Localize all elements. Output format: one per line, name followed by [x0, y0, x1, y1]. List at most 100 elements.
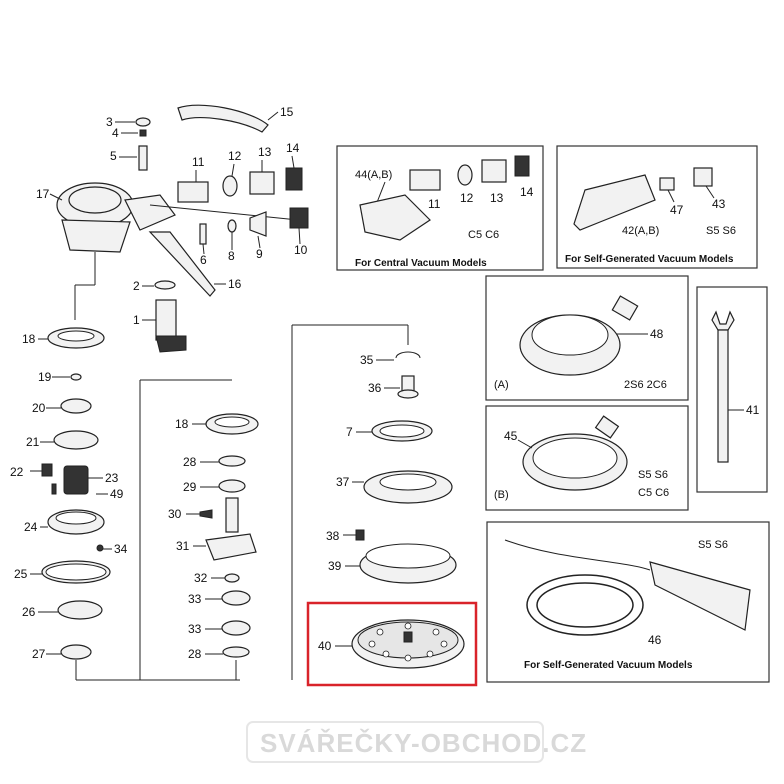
callout-27: 27 — [32, 647, 46, 661]
housing-neck — [124, 194, 176, 231]
vane-part-22 — [41, 463, 53, 477]
bearing-part-27 — [60, 644, 92, 660]
oring-part-2 — [154, 280, 176, 290]
knob-part-14 — [285, 167, 303, 191]
callout-20: 20 — [32, 401, 46, 415]
clip-part-32 — [224, 573, 240, 583]
inlet-fitting-part-1 — [155, 299, 177, 341]
main-tool-body-group: 17 15 3 4 5 11 12 13 14 6 8 — [36, 104, 309, 353]
central-callout-12: 12 — [460, 191, 474, 205]
oring-part-12 — [222, 175, 238, 197]
callout-12: 12 — [228, 149, 242, 163]
callout-41: 41 — [746, 403, 760, 417]
hose-caption: For Self-Generated Vacuum Models — [524, 660, 693, 671]
central-vacuum-frame — [336, 145, 544, 271]
hose-loop-outer — [526, 574, 644, 636]
hose-models: S5 S6 — [698, 539, 728, 551]
washer-part-29 — [218, 479, 246, 493]
callout-11: 11 — [192, 155, 205, 169]
washer-part-28-bottom — [222, 646, 250, 658]
box-b-models-2: C5 C6 — [638, 487, 669, 499]
spindle-shaft — [225, 497, 239, 533]
vane-small — [51, 483, 57, 495]
end-plate-part-26 — [57, 600, 103, 620]
callout-49: 49 — [110, 487, 124, 501]
callout-4: 4 — [112, 126, 119, 140]
housing-top — [68, 186, 122, 214]
clip-part-35 — [395, 351, 421, 359]
rotor-part-23 — [63, 465, 89, 495]
callout-25: 25 — [14, 567, 28, 581]
callout-9: 9 — [256, 247, 263, 261]
inlet-fitting-base — [155, 335, 187, 353]
central-caption: For Central Vacuum Models — [355, 258, 487, 269]
spring-part-8 — [227, 219, 237, 233]
hose-nozzle — [649, 561, 751, 631]
callout-3: 3 — [106, 115, 113, 129]
clip-part-19 — [70, 373, 82, 381]
end-plate-part-21 — [53, 430, 99, 450]
selfgen-models: S5 S6 — [706, 225, 736, 237]
callout-6: 6 — [200, 253, 207, 267]
central-models: C5 C6 — [468, 229, 499, 241]
callout-23: 23 — [105, 471, 119, 485]
callout-14: 14 — [286, 141, 300, 155]
balancer-stack: 18 28 29 30 31 32 33 33 28 — [139, 379, 259, 680]
pad-thread-hub — [403, 631, 413, 643]
wrench-head — [711, 310, 735, 331]
central-callout-13: 13 — [490, 191, 504, 205]
highlight-frame — [306, 601, 478, 687]
selfgen-caption: For Self-Generated Vacuum Models — [565, 254, 734, 265]
pad-holes — [368, 622, 448, 662]
callout-36: 36 — [368, 381, 382, 395]
central-callout-14: 14 — [520, 185, 534, 199]
watermark-text: SVÁŘEČKY-OBCHOD.CZ — [260, 728, 587, 758]
selfgen-vacuum-frame — [556, 145, 758, 269]
callout-2: 2 — [133, 279, 140, 293]
callout-18-mid: 18 — [175, 417, 189, 431]
callout-34: 34 — [114, 542, 128, 556]
callout-1: 1 — [133, 313, 140, 327]
central-vacuum-box: 44(A,B) 11 12 13 14 C5 C6 For Central Va… — [336, 145, 544, 271]
pad-assembly-stack: 35 36 7 37 38 39 40 — [291, 324, 478, 687]
regulator-part-13 — [249, 171, 275, 195]
fitting-47 — [659, 177, 675, 191]
callout-26: 26 — [22, 605, 36, 619]
callout-35: 35 — [360, 353, 374, 367]
shroud-48-port — [611, 295, 639, 321]
callout-10: 10 — [294, 243, 308, 257]
selfgen-vacuum-box: 42(A,B) 47 43 S5 S6 For Self-Generated V… — [556, 145, 758, 269]
hose-adapter-42ab — [573, 174, 656, 231]
box-b-tag: (B) — [494, 489, 509, 501]
oring-part-3 — [135, 117, 151, 127]
valve-part-9 — [249, 211, 267, 237]
hose-frame — [486, 521, 770, 683]
callout-32: 32 — [194, 571, 208, 585]
adapter-44ab — [359, 194, 431, 241]
selfgen-callout-47: 47 — [670, 203, 684, 217]
callout-16: 16 — [228, 277, 242, 291]
box-a-frame — [485, 275, 689, 401]
callout-19: 19 — [38, 370, 52, 384]
oring-12-central — [457, 164, 473, 186]
callout-8: 8 — [228, 249, 235, 263]
label-42ab: 42(A,B) — [622, 225, 659, 237]
callout-28-bottom: 28 — [188, 647, 202, 661]
callout-7: 7 — [346, 425, 353, 439]
clip-part-4 — [139, 129, 147, 137]
cap-part-10 — [289, 207, 309, 229]
box-b: 45 (B) S5 S6 C5 C6 — [485, 405, 689, 511]
callout-21: 21 — [26, 435, 40, 449]
left-bearing-stack: 18 19 20 21 22 23 49 24 34 25 26 — [10, 327, 240, 681]
balancer-part-31 — [205, 533, 257, 561]
bearing-part-33-top — [221, 590, 251, 606]
pin-part-5 — [138, 145, 148, 171]
callout-15: 15 — [280, 105, 294, 119]
label-44ab: 44(A,B) — [355, 169, 392, 181]
housing-skirt — [61, 219, 131, 253]
key-part-30 — [199, 509, 213, 519]
callout-24: 24 — [24, 520, 38, 534]
shroud-45-port — [594, 415, 620, 439]
watermark: SVÁŘEČKY-OBCHOD.CZ — [246, 721, 587, 763]
